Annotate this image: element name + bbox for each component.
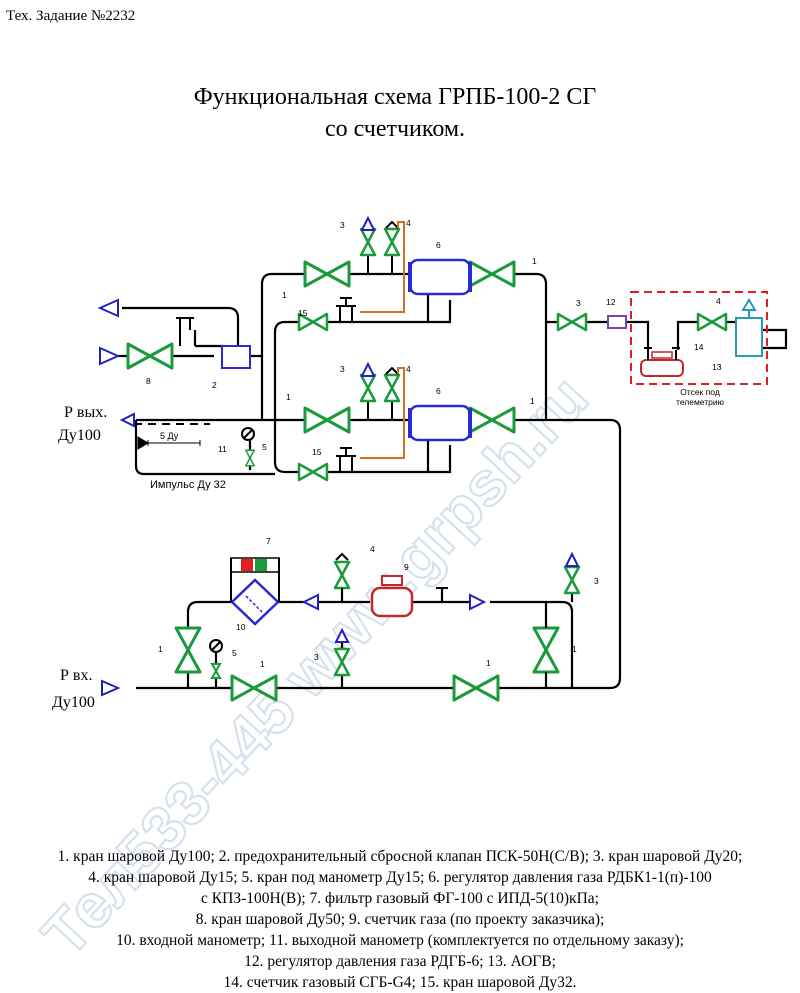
pos-number: 13 bbox=[712, 362, 722, 372]
legend-line: 12. регулятор давления газа РДГБ-6; 13. … bbox=[244, 953, 556, 970]
tap-fitting bbox=[176, 317, 194, 346]
pos-number: 5 bbox=[262, 442, 267, 452]
pos-number: 1 bbox=[486, 658, 491, 668]
regulator-rdbk[interactable] bbox=[408, 404, 472, 442]
legend: 1. кран шаровой Ду100; 2. предохранитель… bbox=[0, 846, 800, 993]
telemetry-label-1: Отсек под bbox=[680, 387, 720, 397]
ball-valve-du20[interactable] bbox=[359, 227, 377, 257]
five-du-label: 5 Ду bbox=[160, 431, 179, 441]
boiler-aogv[interactable] bbox=[735, 298, 763, 357]
vent-arrow bbox=[361, 363, 375, 377]
legend-line: с КПЗ-100Н(В); 7. фильтр газовый ФГ-100 … bbox=[201, 890, 599, 907]
five-du-span bbox=[134, 423, 210, 450]
flow-arrow-filter bbox=[301, 593, 319, 611]
ball-valve-du15[interactable] bbox=[383, 227, 401, 257]
flow-arrow-meter bbox=[469, 593, 487, 611]
impulse-label: Импульс Ду 32 bbox=[150, 479, 226, 491]
pos-number: 14 bbox=[694, 342, 704, 352]
pos-number: 3 bbox=[340, 364, 345, 374]
legend-line: 4. кран шаровой Ду15; 5. кран под маноме… bbox=[88, 869, 712, 886]
pos-number: 4 bbox=[406, 364, 411, 374]
pos-number: 12 bbox=[606, 297, 616, 307]
outlet-arrow bbox=[97, 298, 119, 318]
ball-valve-du100[interactable] bbox=[303, 260, 351, 288]
regulator-rdbk[interactable] bbox=[408, 258, 472, 296]
ball-valve-du100[interactable] bbox=[303, 406, 351, 434]
pos-number: 3 bbox=[340, 220, 345, 230]
tap-fitting bbox=[435, 587, 449, 603]
pos-number: 1 bbox=[530, 396, 535, 406]
du50-arrow bbox=[99, 346, 121, 366]
telemetry-compartment bbox=[630, 291, 768, 385]
manometer-valve[interactable] bbox=[245, 449, 255, 467]
pos-number: 8 bbox=[146, 376, 151, 386]
pos-number: 11 bbox=[218, 444, 227, 454]
outlet-diameter-label: Ду100 bbox=[58, 427, 101, 444]
pos-number: 10 bbox=[236, 622, 246, 632]
pos-number: 3 bbox=[314, 652, 319, 662]
tap-fitting bbox=[336, 297, 356, 322]
pos-number: 3 bbox=[594, 576, 599, 586]
relief-valve-psk[interactable] bbox=[221, 345, 251, 369]
pos-number: 4 bbox=[716, 296, 721, 306]
page-title: Функциональная схема ГРПБ-100-2 СГ bbox=[194, 84, 597, 110]
gas-meter-sgb[interactable] bbox=[640, 347, 684, 377]
outlet-left-arrow bbox=[119, 412, 135, 428]
pos-number: 1 bbox=[572, 644, 577, 654]
inlet-manometer[interactable] bbox=[209, 639, 223, 653]
gas-meter[interactable] bbox=[370, 575, 414, 618]
pos-number: 1 bbox=[282, 290, 287, 300]
inlet-pressure-label: Р вх. bbox=[60, 667, 92, 684]
pos-number: 15 bbox=[298, 308, 308, 318]
inlet-arrow bbox=[101, 679, 121, 697]
legend-line: 14. счетчик газовый СГБ-G4; 15. кран шар… bbox=[223, 974, 577, 991]
legend-line: 1. кран шаровой Ду100; 2. предохранитель… bbox=[57, 848, 743, 865]
pos-number: 5 bbox=[232, 648, 237, 658]
position-numbers: 3 4 6 1 1 15 2 8 3 4 6 1 1 11 5 15 3 12 … bbox=[146, 218, 722, 669]
ball-valve-du15[interactable] bbox=[383, 373, 401, 403]
gas-filter-fg100[interactable] bbox=[230, 557, 280, 626]
ball-valve-du20[interactable] bbox=[359, 373, 377, 403]
doc-ref: Тех. Задание №2232 bbox=[6, 8, 135, 24]
pos-number: 1 bbox=[158, 644, 163, 654]
manometer-valve[interactable] bbox=[210, 663, 222, 679]
telemetry-label-2: телеметрию bbox=[676, 397, 725, 407]
inlet-diameter-label: Ду100 bbox=[52, 694, 95, 711]
outlet-manometer[interactable] bbox=[241, 427, 255, 441]
ball-valve-du100[interactable] bbox=[532, 626, 560, 674]
pos-number: 1 bbox=[532, 256, 537, 266]
legend-line: 8. кран шаровой Ду50; 9. счетчик газа (п… bbox=[195, 911, 605, 928]
ball-valve-du50[interactable] bbox=[126, 342, 174, 370]
ball-valve-du32[interactable] bbox=[297, 462, 329, 482]
regulator-rdgb6[interactable] bbox=[607, 315, 627, 329]
ball-valve-du100[interactable] bbox=[452, 674, 500, 702]
pos-number: 6 bbox=[436, 240, 441, 250]
page-subtitle: со счетчиком. bbox=[325, 116, 465, 142]
ball-valve-du20[interactable] bbox=[556, 312, 588, 332]
pos-number: 6 bbox=[436, 386, 441, 396]
ball-valve-du100[interactable] bbox=[174, 626, 202, 674]
pos-number: 3 bbox=[576, 298, 581, 308]
ball-valve-du15[interactable] bbox=[333, 560, 351, 590]
vent-arrow bbox=[565, 553, 579, 567]
pos-number: 4 bbox=[370, 544, 375, 554]
ball-valve-du20[interactable] bbox=[563, 565, 581, 595]
ball-valve-du100[interactable] bbox=[468, 260, 516, 288]
pos-number: 2 bbox=[212, 380, 217, 390]
pos-number: 7 bbox=[266, 536, 271, 546]
pos-number: 1 bbox=[286, 392, 291, 402]
pos-number: 1 bbox=[260, 659, 265, 669]
tap-fitting bbox=[336, 447, 356, 472]
pos-number: 9 bbox=[404, 562, 409, 572]
pos-number: 15 bbox=[312, 447, 322, 457]
ball-valve-du15[interactable] bbox=[696, 312, 728, 332]
vent-arrow bbox=[361, 217, 375, 231]
pos-number: 4 bbox=[406, 218, 411, 228]
outlet-pressure-label: Р вых. bbox=[64, 404, 107, 421]
legend-line: 10. входной манометр; 11. выходной маном… bbox=[116, 932, 684, 949]
